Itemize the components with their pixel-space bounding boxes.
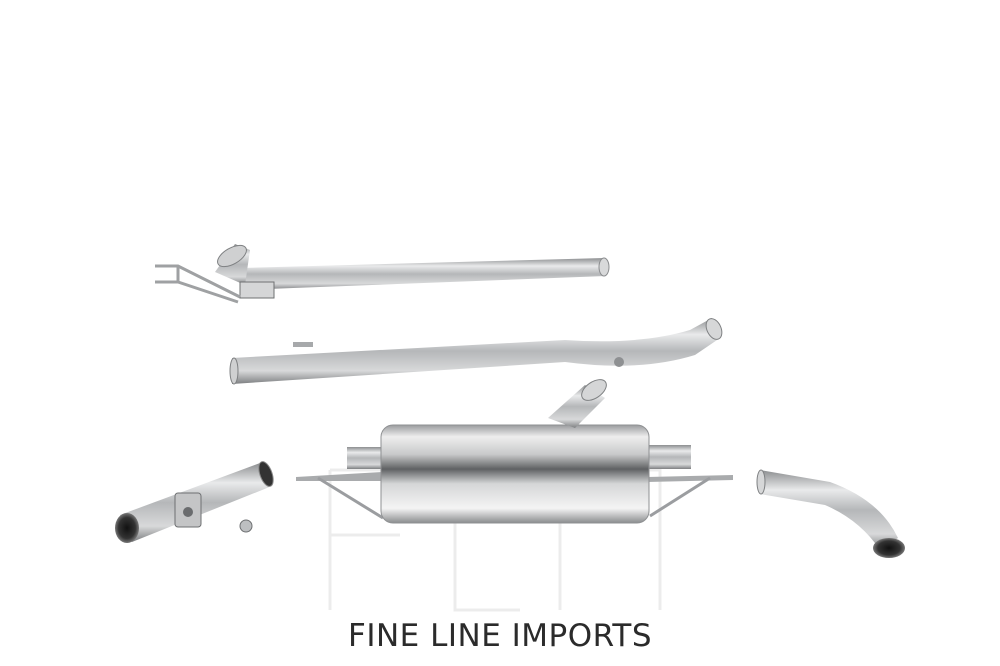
front-downpipe-section <box>155 244 610 304</box>
centre-link-pipe <box>229 318 723 385</box>
mounting-clamp-and-nut <box>174 492 253 533</box>
tail-pipe-bend <box>756 469 905 558</box>
brand-watermark: FINE LINE IMPORTS <box>347 618 653 654</box>
rear-silencer-box <box>296 379 733 524</box>
